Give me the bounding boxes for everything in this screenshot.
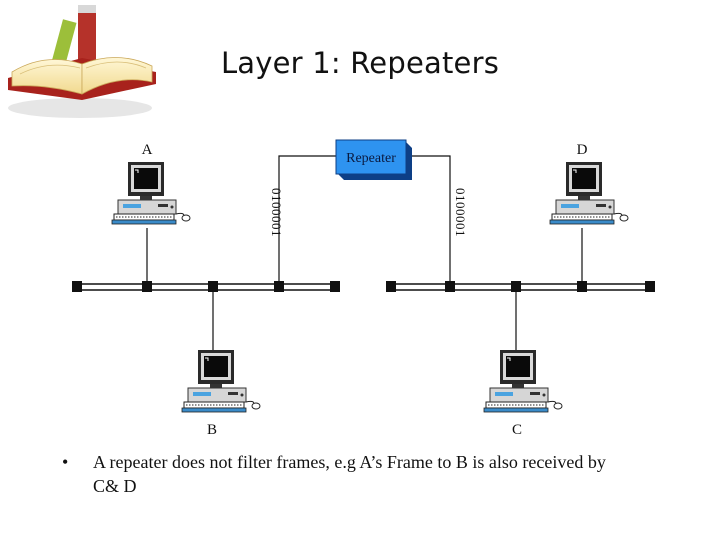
book-icon: [8, 5, 156, 118]
bus-left: [72, 281, 340, 292]
computer-icon: [483, 349, 563, 413]
bus-right: [386, 281, 655, 292]
repeater-device: Repeater: [335, 139, 412, 180]
bits-right: 0100001: [453, 188, 468, 237]
computer-icon: [549, 161, 629, 225]
bullet-text: A repeater does not filter frames, e.g A…: [93, 452, 606, 496]
bullet-marker: •: [62, 452, 69, 472]
repeater-label: Repeater: [346, 151, 396, 166]
station-label-a: A: [142, 142, 153, 158]
station-label-b: B: [207, 422, 217, 438]
slide-title: Layer 1: Repeaters: [220, 46, 500, 80]
computer-icon: [111, 161, 191, 225]
station-label-c: C: [512, 422, 522, 438]
station-label-d: D: [577, 142, 588, 158]
computer-icon: [181, 349, 261, 413]
bits-left: 0100001: [269, 188, 284, 237]
links: [146, 155, 583, 352]
